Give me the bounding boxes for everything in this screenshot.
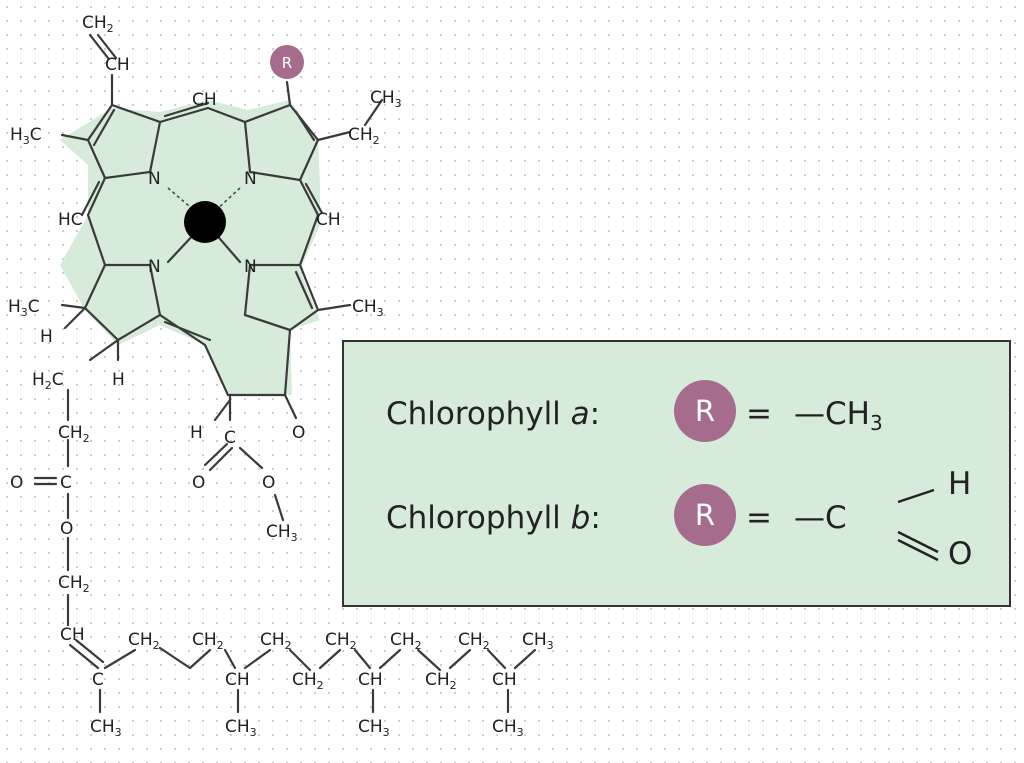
svg-text:C: C [60,473,72,493]
svg-text:CH2: CH2 [192,630,224,652]
svg-text:O: O [10,473,23,493]
svg-text:CH: CH [60,625,85,645]
chlorophyll-b-group: —C [794,500,847,536]
svg-text:CH3: CH3 [352,297,384,319]
r-group-letter-structure: R [282,54,292,72]
svg-text:CH2: CH2 [390,630,422,652]
svg-text:CH2: CH2 [292,670,324,692]
r-group-circle-b: R [674,484,736,546]
svg-text:N: N [148,257,161,277]
svg-text:H3C: H3C [10,125,42,147]
svg-text:CH2: CH2 [325,630,357,652]
svg-text:CH3: CH3 [266,522,298,544]
svg-text:HC: HC [58,210,83,230]
svg-text:CH3: CH3 [90,717,122,739]
svg-text:H3C: H3C [8,297,40,319]
svg-text:CH: CH [358,670,383,690]
svg-text:CH2: CH2 [58,423,90,445]
svg-text:CH: CH [316,210,341,230]
chlorophyll-b-label: Chlorophyll b: [386,500,601,536]
svg-text:CH2: CH2 [260,630,292,652]
chlorophyll-b-equals: = [746,500,772,536]
ring-bonds [80,101,324,397]
svg-text:CH: CH [192,90,217,110]
svg-text:CH2: CH2 [425,670,457,692]
atom-labels: CH2 CH CH CH3 CH2 H3C N N HC CH N N H3C … [8,13,554,739]
svg-text:CH: CH [492,670,517,690]
svg-text:H: H [40,327,53,347]
svg-text:CH3: CH3 [492,717,524,739]
svg-text:CH2: CH2 [458,630,490,652]
substituent-bonds [33,33,537,714]
aldehyde-o: O [948,536,973,572]
svg-text:N: N [244,257,257,277]
svg-text:CH3: CH3 [522,630,554,652]
svg-text:N: N [244,169,257,189]
svg-text:H: H [190,423,203,443]
chlorophyll-a-label: Chlorophyll a: [386,396,601,432]
svg-text:CH3: CH3 [225,717,257,739]
svg-text:O: O [60,519,73,539]
svg-text:O: O [262,473,275,493]
svg-text:CH2: CH2 [82,13,114,35]
svg-text:H2C: H2C [32,370,64,392]
svg-text:CH2: CH2 [348,125,380,147]
svg-text:CH3: CH3 [358,717,390,739]
svg-text:O: O [192,473,205,493]
svg-text:H: H [112,370,125,390]
svg-text:C: C [224,428,236,448]
r-group-circle-a: R [674,380,736,442]
svg-text:CH: CH [105,55,130,75]
chlorophyll-legend-box: Chlorophyll a: R = —CH3 Chlorophyll b: R… [342,340,1011,607]
svg-text:CH: CH [225,670,250,690]
magnesium-atom [184,201,226,243]
chlorophyll-a-equals: = [746,396,772,432]
svg-text:C: C [92,670,104,690]
svg-text:CH3: CH3 [370,88,402,110]
chlorophyll-a-group: —CH3 [794,396,883,435]
svg-text:O: O [292,423,305,443]
svg-text:CH2: CH2 [128,630,160,652]
r-group-circle-structure [270,45,304,79]
aldehyde-h: H [948,466,972,502]
svg-text:N: N [148,169,161,189]
svg-text:CH2: CH2 [58,573,90,595]
aldehyde-bonds [897,488,939,562]
